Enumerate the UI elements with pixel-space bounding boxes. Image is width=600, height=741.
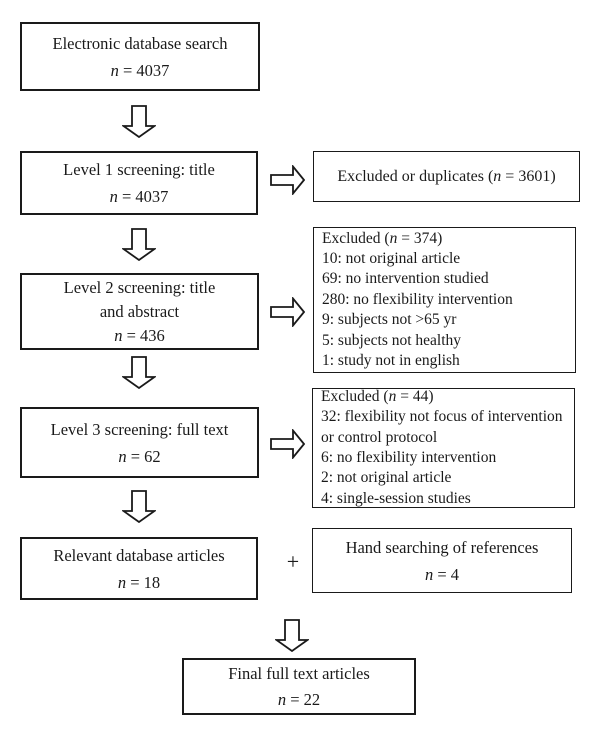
flow-box-relevant-articles: Relevant database articles n = 18	[20, 537, 258, 600]
excluded-reason: 1: study not in english	[322, 352, 460, 370]
n-symbol: n	[110, 60, 119, 80]
n-value: = 4037	[118, 60, 170, 80]
flow-box-level2-screening: Level 2 screening: title and abstract n …	[20, 273, 259, 350]
box-text: Excluded or duplicates (n = 3601)	[337, 167, 555, 187]
box-count: n = 18	[118, 569, 160, 596]
excluded-reason: 9: subjects not >65 yr	[322, 311, 457, 329]
n-symbol: n	[114, 325, 123, 345]
down-arrow-icon	[122, 490, 156, 523]
n-symbol: n	[493, 167, 502, 185]
excluded-header: Excluded (n = 44)	[321, 387, 433, 407]
excluded-reason: 4: single-session studies	[321, 489, 471, 507]
flow-box-excluded-level2: Excluded (n = 374) 10: not original arti…	[313, 227, 576, 373]
box-count: n = 4	[425, 561, 459, 588]
flow-box-excluded-duplicates: Excluded or duplicates (n = 3601)	[313, 151, 580, 202]
excluded-prefix: Excluded (	[322, 229, 390, 247]
box-count: n = 62	[118, 443, 160, 470]
n-value: = 22	[286, 689, 321, 709]
right-arrow-icon	[270, 165, 305, 195]
down-arrow-icon	[122, 356, 156, 389]
box-title: Relevant database articles	[53, 545, 225, 565]
n-symbol: n	[389, 229, 398, 247]
flow-box-excluded-level3: Excluded (n = 44) 32: flexibility not fo…	[312, 388, 575, 508]
flow-box-hand-searching: Hand searching of references n = 4	[312, 528, 572, 593]
excluded-prefix: Excluded (	[321, 387, 389, 405]
box-count: n = 436	[114, 324, 165, 348]
box-title: Final full text articles	[228, 663, 370, 683]
down-arrow-icon	[122, 228, 156, 261]
excluded-suffix: = 3601)	[501, 167, 556, 185]
n-symbol: n	[277, 689, 287, 709]
box-count: n = 22	[278, 687, 320, 713]
box-title: Level 3 screening: full text	[50, 419, 229, 439]
excluded-prefix: Excluded or duplicates (	[337, 167, 494, 185]
flow-box-final-articles: Final full text articles n = 22	[182, 658, 416, 715]
n-value: = 18	[126, 572, 161, 592]
n-symbol: n	[388, 387, 397, 405]
n-value: = 62	[126, 446, 161, 466]
n-symbol: n	[118, 446, 127, 466]
excluded-reason: 280: no flexibility intervention	[322, 290, 513, 308]
excluded-suffix: = 44)	[396, 387, 434, 405]
box-title-line2: and abstract	[99, 301, 180, 321]
down-arrow-icon	[275, 619, 309, 652]
excluded-reason: 5: subjects not healthy	[322, 331, 462, 349]
n-value: = 4	[433, 564, 460, 584]
box-title: Level 1 screening: title	[63, 160, 215, 179]
excluded-reason: 2: not original article	[321, 469, 452, 487]
plus-sign: +	[286, 549, 300, 574]
excluded-reason: 6: no flexibility intervention	[321, 449, 497, 466]
box-title-line1: Level 2 screening: title	[63, 277, 216, 297]
right-arrow-icon	[270, 429, 305, 459]
excluded-reason: 32: flexibility not focus of interventio…	[321, 408, 563, 446]
box-count: n = 4037	[110, 183, 169, 210]
excluded-reason: 10: not original article	[322, 249, 461, 267]
flow-box-level3-screening: Level 3 screening: full text n = 62	[20, 407, 259, 478]
excluded-suffix: = 374)	[397, 229, 443, 247]
excluded-header: Excluded (n = 374)	[322, 229, 442, 249]
down-arrow-icon	[122, 105, 156, 138]
box-count: n = 4037	[111, 57, 170, 84]
flow-box-electronic-search: Electronic database search n = 4037	[20, 22, 260, 91]
excluded-reason: 69: no intervention studied	[322, 270, 489, 288]
n-value: = 4037	[117, 187, 169, 206]
n-symbol: n	[424, 564, 434, 584]
n-symbol: n	[109, 187, 118, 206]
flow-box-level1-screening: Level 1 screening: title n = 4037	[20, 151, 258, 215]
right-arrow-icon	[270, 297, 305, 327]
n-symbol: n	[117, 572, 127, 592]
box-title: Electronic database search	[52, 33, 228, 53]
box-title: Hand searching of references	[345, 537, 539, 557]
n-value: = 436	[122, 325, 165, 345]
